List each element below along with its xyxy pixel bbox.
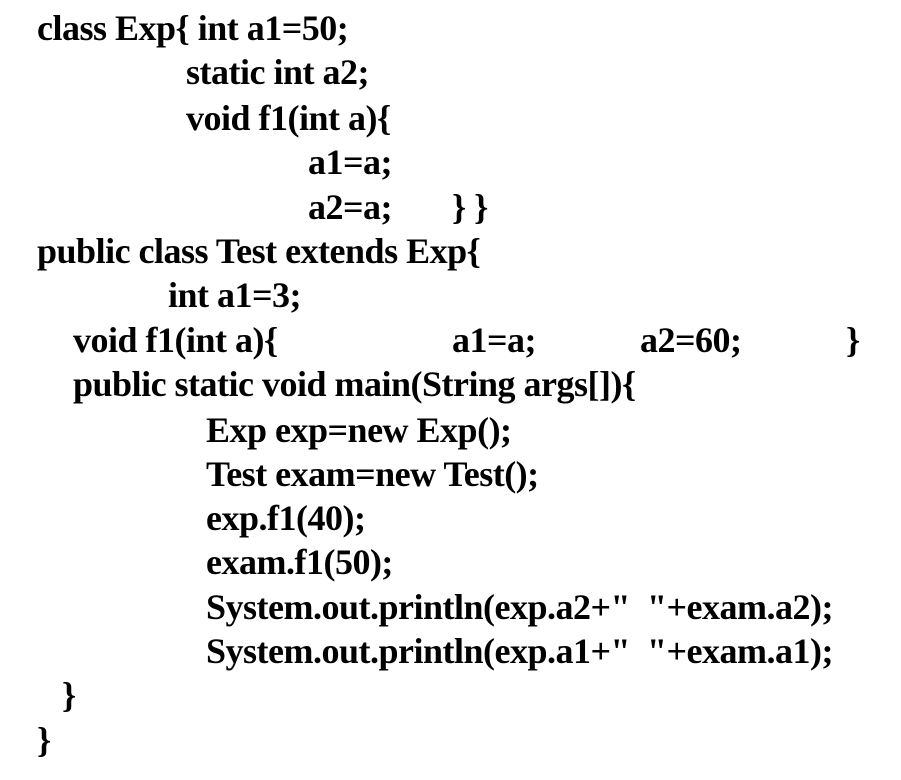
code-line-8-assign-a1: a1=a; [452,320,537,360]
code-line-7: int a1=3; [168,275,302,315]
code-line-6: public class Test extends Exp{ [37,231,481,271]
code-line-8-closing-brace: } [846,320,860,360]
code-line-15: System.out.println(exp.a1+" "+exam.a1); [206,631,833,671]
code-line-11: Test exam=new Test(); [206,454,539,494]
code-line-16: } [62,675,76,715]
code-line-2: static int a2; [186,52,369,92]
code-line-13: exam.f1(50); [206,542,393,582]
code-line-3: void f1(int a){ [186,98,391,138]
code-line-9: public static void main(String args[]){ [73,364,636,404]
code-line-10: Exp exp=new Exp(); [206,410,512,450]
code-line-5: a2=a; [308,187,393,227]
code-line-5-closing-braces: } } [452,187,488,227]
code-line-12: exp.f1(40); [206,498,366,538]
code-line-8-assign-a2: a2=60; [640,320,742,360]
code-line-8-method: void f1(int a){ [73,320,278,360]
code-line-14: System.out.println(exp.a2+" "+exam.a2); [206,587,833,627]
code-line-1: class Exp{ int a1=50; [37,8,349,48]
code-line-17: } [37,720,51,760]
code-line-4: a1=a; [308,142,393,182]
